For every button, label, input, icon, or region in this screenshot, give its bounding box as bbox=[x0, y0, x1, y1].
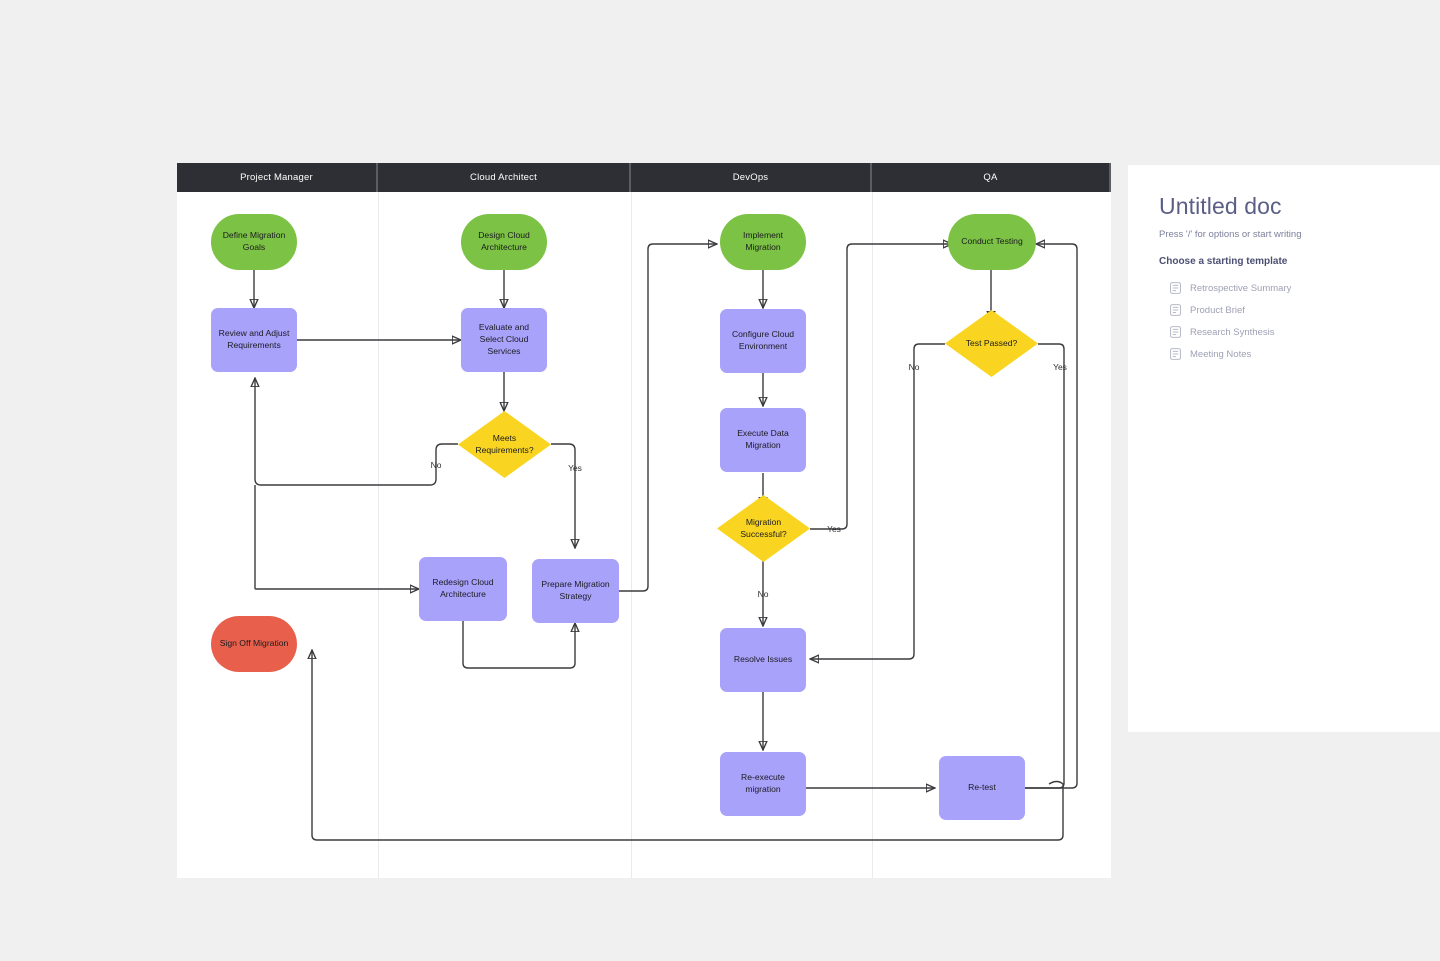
node-label: Evaluate and Select Cloud Services bbox=[478, 322, 530, 356]
node-resolve-issues[interactable]: Resolve Issues bbox=[720, 628, 806, 692]
doc-template-subheading: Choose a starting template bbox=[1159, 256, 1288, 268]
lane-divider bbox=[631, 192, 632, 878]
edge-migration-yes-to-testing bbox=[810, 244, 952, 530]
edge-label-meets-no: No bbox=[431, 460, 442, 470]
lane-header-cloud-architect[interactable]: Cloud Architect bbox=[378, 163, 631, 192]
edge-prepare-to-implement bbox=[619, 244, 717, 592]
node-test-passed-decision[interactable]: Test Passed? bbox=[945, 310, 1038, 377]
edge-rail-to-redesign bbox=[254, 485, 419, 589]
edge-meets-no-to-review bbox=[255, 378, 458, 486]
template-item-research-synthesis[interactable]: Research Synthesis bbox=[1159, 321, 1440, 343]
node-label: Migration Successful? bbox=[740, 516, 787, 539]
template-label: Product Brief bbox=[1190, 304, 1245, 316]
document-icon bbox=[1170, 304, 1181, 317]
document-icon bbox=[1170, 326, 1181, 339]
lane-title: Project Manager bbox=[240, 172, 313, 183]
template-label: Retrospective Summary bbox=[1190, 282, 1292, 294]
document-panel: Untitled doc Press '/' for options or st… bbox=[1128, 165, 1440, 732]
node-evaluate-and-select-cloud-services[interactable]: Evaluate and Select Cloud Services bbox=[461, 308, 547, 372]
node-label: Review and Adjust Requirements bbox=[218, 328, 290, 350]
node-implement-migration[interactable]: Implement Migration bbox=[720, 214, 806, 270]
node-execute-data-migration[interactable]: Execute Data Migration bbox=[720, 408, 806, 472]
node-re-test[interactable]: Re-test bbox=[939, 756, 1025, 820]
template-item-retrospective-summary[interactable]: Retrospective Summary bbox=[1159, 277, 1440, 299]
document-icon bbox=[1170, 282, 1181, 295]
document-icon bbox=[1170, 348, 1181, 361]
edge-test-yes-segment bbox=[982, 343, 1065, 789]
node-label: Resolve Issues bbox=[733, 654, 793, 665]
node-configure-cloud-environment[interactable]: Configure Cloud Environment bbox=[720, 309, 806, 373]
node-define-migration-goals[interactable]: Define Migration Goals bbox=[211, 214, 297, 270]
doc-title[interactable]: Untitled doc bbox=[1159, 193, 1282, 219]
node-label: Re-execute migration bbox=[741, 772, 785, 794]
edge-retest-to-testing bbox=[1025, 244, 1078, 789]
lane-title: Cloud Architect bbox=[470, 172, 537, 183]
template-label: Meeting Notes bbox=[1190, 348, 1252, 360]
node-label: Execute Data Migration bbox=[737, 428, 789, 450]
edge-label-test-no: No bbox=[909, 362, 920, 372]
node-redesign-cloud-architecture[interactable]: Redesign Cloud Architecture bbox=[419, 557, 507, 621]
node-label: Redesign Cloud Architecture bbox=[432, 577, 494, 599]
node-prepare-migration-strategy[interactable]: Prepare Migration Strategy bbox=[532, 559, 619, 623]
template-label: Research Synthesis bbox=[1190, 326, 1275, 338]
flowchart-canvas[interactable]: Project Manager Cloud Architect DevOps Q… bbox=[177, 163, 1111, 878]
lane-header-devops[interactable]: DevOps bbox=[631, 163, 872, 192]
lane-divider bbox=[378, 192, 379, 878]
node-label: Meets Requirements? bbox=[475, 432, 534, 455]
node-label: Implement Migration bbox=[742, 230, 784, 252]
node-review-and-adjust-requirements[interactable]: Review and Adjust Requirements bbox=[211, 308, 297, 372]
edge-redesign-to-prepare bbox=[462, 621, 575, 669]
node-label: Define Migration Goals bbox=[222, 230, 286, 252]
node-label: Sign Off Migration bbox=[219, 638, 289, 649]
edge-label-meets-yes: Yes bbox=[568, 463, 582, 473]
template-list: Retrospective Summary Product Brief bbox=[1159, 277, 1440, 365]
template-item-product-brief[interactable]: Product Brief bbox=[1159, 299, 1440, 321]
node-label: Design Cloud Architecture bbox=[478, 230, 530, 252]
node-label: Test Passed? bbox=[965, 337, 1018, 348]
edge-label-migration-yes: Yes bbox=[827, 524, 841, 534]
lane-header-qa[interactable]: QA bbox=[872, 163, 1111, 192]
doc-hint-text: Press '/' for options or start writing bbox=[1159, 229, 1302, 241]
edge-meets-yes-to-prepare bbox=[551, 443, 575, 548]
node-label: Prepare Migration Strategy bbox=[541, 579, 610, 601]
edge-bottom-rail-to-signoff bbox=[312, 650, 1064, 841]
lane-divider bbox=[872, 192, 873, 878]
lane-title: QA bbox=[983, 172, 998, 183]
lane-header-project-manager[interactable]: Project Manager bbox=[177, 163, 378, 192]
edge-label-test-yes: Yes bbox=[1053, 362, 1067, 372]
node-label: Conduct Testing bbox=[961, 236, 1023, 247]
edge-test-no-to-resolve bbox=[810, 343, 945, 659]
node-label: Re-test bbox=[968, 782, 996, 793]
diamond-shape bbox=[945, 310, 1038, 377]
template-item-meeting-notes[interactable]: Meeting Notes bbox=[1159, 343, 1440, 365]
edge-layer: No Yes Yes No No Yes bbox=[177, 163, 1078, 841]
node-design-cloud-architecture[interactable]: Design Cloud Architecture bbox=[461, 214, 547, 270]
node-meets-requirements-decision[interactable]: Meets Requirements? bbox=[458, 411, 551, 478]
edge-label-migration-no: No bbox=[758, 589, 769, 599]
node-conduct-testing[interactable]: Conduct Testing bbox=[948, 214, 1036, 270]
diamond-shape bbox=[717, 495, 810, 562]
node-label: Configure Cloud Environment bbox=[731, 329, 795, 351]
node-migration-successful-decision[interactable]: Migration Successful? bbox=[717, 495, 810, 562]
diamond-shape bbox=[458, 411, 551, 478]
node-sign-off-migration[interactable]: Sign Off Migration bbox=[211, 616, 297, 672]
node-re-execute-migration[interactable]: Re-execute migration bbox=[720, 752, 806, 816]
lane-title: DevOps bbox=[732, 172, 769, 183]
